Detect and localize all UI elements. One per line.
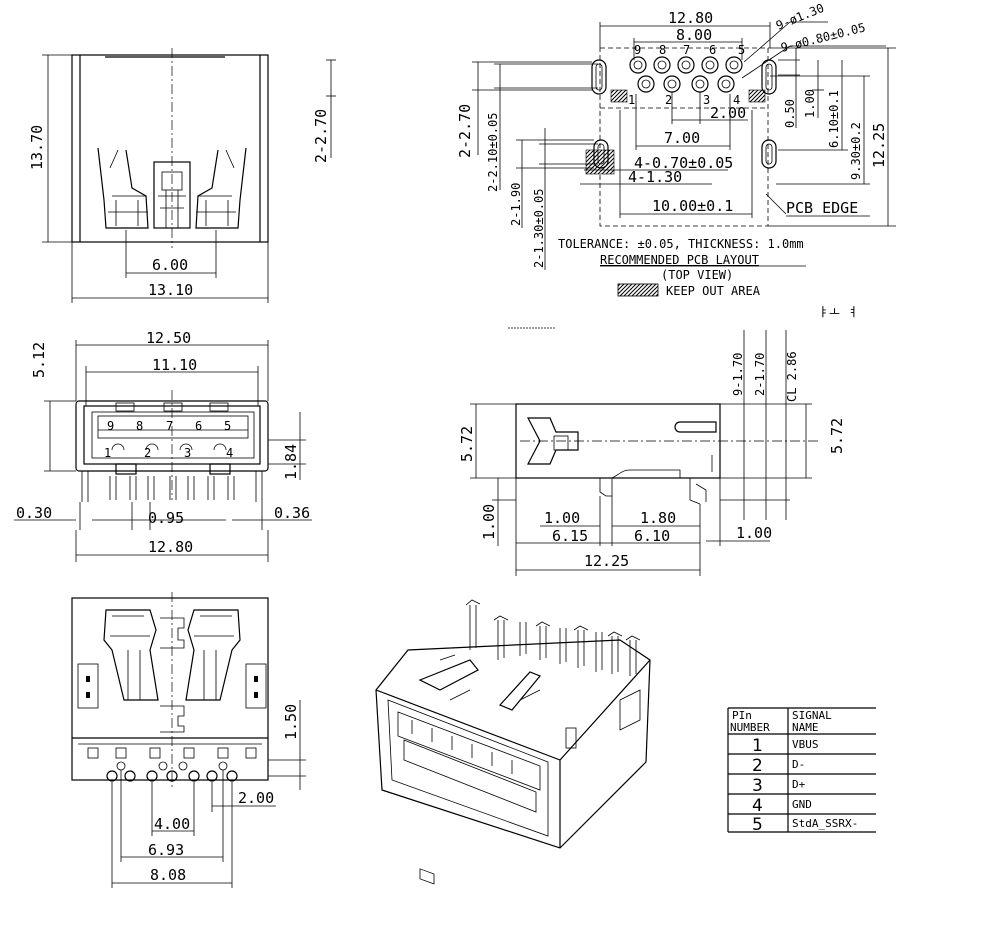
side-d100: 1.00: [544, 509, 580, 527]
side-length-label: 12.25: [584, 552, 629, 570]
pcb-pin-2: 2: [665, 93, 672, 107]
side-dim-a: 9-1.70: [731, 353, 745, 396]
pcb-pitch2-label: 2.00: [710, 104, 746, 122]
pcb-slot-size-label: 4-1.30: [628, 168, 682, 186]
side-d610: 6.10: [634, 527, 670, 545]
pin-table-header-signal-2: NAME: [792, 721, 819, 734]
pcb-dim-100: 1.00: [803, 89, 817, 118]
bottom-span693-label: 6.93: [148, 841, 184, 859]
pcb-slot-holes-label: 4-0.70±0.05: [634, 154, 733, 172]
pcb-pin-5: 5: [738, 43, 745, 57]
pcb-pin-8: 8: [659, 43, 666, 57]
pcb-span10-label: 10.00±0.1: [652, 197, 733, 215]
pin-table-name: D+: [792, 778, 806, 791]
pcb-dim-050: 0.50: [783, 99, 797, 128]
pcb-pin-6: 6: [709, 43, 716, 57]
pcb-pin-1: 1: [628, 93, 635, 107]
pcb-pin-4: 4: [733, 93, 740, 107]
pcb-width-label: 12.80: [668, 9, 713, 27]
side-d100r: 1.00: [736, 524, 772, 542]
front-width-label: 12.80: [148, 538, 193, 556]
pcb-dim-610: 6.10±0.1: [827, 90, 841, 148]
isometric-view: [375, 599, 651, 885]
side-dim-b: 2-1.70: [753, 353, 767, 396]
pin-table-header-pin-1: PIn: [732, 709, 752, 722]
pcb-top-holes: [629, 56, 743, 74]
side-height-right: 5.72: [828, 418, 846, 454]
pcb-pin-7: 7: [683, 43, 690, 57]
bottom-view: 1.50 2.00 4.00 6.93 8.08: [71, 592, 306, 888]
pin-table: PIn NUMBER SIGNAL NAME 1 VBUS 2 D- 3 D+ …: [727, 707, 876, 835]
pcb-span7-label: 7.00: [664, 129, 700, 147]
pcb-big-holes-label: 9-ø1.30: [774, 1, 826, 33]
pin-table-num: 3: [752, 776, 763, 796]
front-pin-6: 6: [195, 419, 202, 433]
front-pin-7: 7: [166, 419, 173, 433]
pin-table-header-signal-1: SIGNAL: [792, 709, 832, 722]
side-dim-c: CL 2.86: [785, 351, 799, 402]
pin-table-name: D-: [792, 758, 805, 771]
pcb-edge-label: PCB EDGE: [786, 199, 858, 217]
top-right-label: 2-2.70: [312, 109, 330, 163]
front-outer-label: 12.50: [146, 329, 191, 347]
pcb-layout-subtitle: (TOP VIEW): [661, 268, 733, 282]
pcb-layout-title: RECOMMENDED PCB LAYOUT: [600, 253, 759, 267]
pcb-tolerance-note: TOLERANCE: ±0.05, THICKNESS: 1.0mm: [558, 237, 804, 251]
pcb-bottom-holes: [637, 75, 735, 93]
pin-table-header-pin-2: NUMBER: [730, 721, 770, 734]
front-pin-2: 2: [144, 446, 151, 460]
bottom-pitchv-label: 1.50: [282, 704, 300, 740]
pin-table-name: VBUS: [792, 738, 819, 751]
front-pin-1: 1: [104, 446, 111, 460]
bottom-span4-label: 4.00: [154, 815, 190, 833]
side-d180: 1.80: [640, 509, 676, 527]
pin-table-num: 1: [752, 736, 763, 756]
side-view: 5.72 5.72 9-1.70 2-1.70 CL 2.86 1.00 1.0…: [458, 330, 846, 576]
side-d615: 6.15: [552, 527, 588, 545]
pcb-pinspan-label: 8.00: [676, 26, 712, 44]
side-lead-label: 1.00: [480, 504, 498, 540]
pcb-layout: 12.80 8.00 9-ø1.30 9-ø0.80±0.05: [456, 1, 896, 329]
pcb-pin-3: 3: [703, 93, 710, 107]
front-inner-label: 11.10: [152, 356, 197, 374]
pcb-dim-930: 9.30±0.2: [849, 122, 863, 180]
front-right-gap-label: 0.36: [274, 504, 310, 522]
front-pin-8: 8: [136, 419, 143, 433]
bottom-span808-label: 8.08: [150, 866, 186, 884]
front-pitch-label: 0.95: [148, 509, 184, 527]
pin-table-num: 4: [752, 796, 763, 816]
front-left-gap-label: 0.30: [16, 504, 52, 522]
pin-table-num: 5: [752, 815, 763, 835]
front-pin-3: 3: [184, 446, 191, 460]
pin-table-num: 2: [752, 756, 763, 776]
pcb-keepout-legend: KEEP OUT AREA: [666, 284, 761, 298]
pcb-left-c: 2-1.90: [509, 183, 523, 226]
pcb-left-d: 2-1.30±0.05: [532, 189, 546, 268]
top-height-label: 13.70: [28, 125, 46, 170]
front-view: 9 8 7 6 5 1 2 3 4 12.50 11.10 5.12 1.84 …: [14, 329, 312, 562]
front-pin-9: 9: [107, 419, 114, 433]
pcb-stray-text: ㅑㅗ ㅕ: [818, 305, 858, 319]
pin-table-name: GND: [792, 798, 812, 811]
pcb-pin-9: 9: [634, 43, 641, 57]
front-tongue-label: 1.84: [282, 444, 300, 480]
side-height-left: 5.72: [458, 426, 476, 462]
bottom-pin-pads: [87, 747, 257, 782]
pcb-dim-1225: 12.25: [870, 123, 888, 168]
front-pin-5: 5: [224, 419, 231, 433]
front-height-label: 5.12: [30, 342, 48, 378]
top-width-label: 13.10: [148, 281, 193, 299]
pcb-left-a: 2-2.70: [456, 104, 474, 158]
front-pin-4: 4: [226, 446, 233, 460]
top-view: 13.70 2-2.70 6.00 13.10: [28, 48, 336, 303]
bottom-pitch2-label: 2.00: [238, 789, 274, 807]
top-inner-width-label: 6.00: [152, 256, 188, 274]
iso-legs: [465, 599, 641, 676]
pin-table-name: StdA_SSRX-: [792, 817, 858, 830]
pcb-left-b: 2-2.10±0.05: [486, 113, 500, 192]
